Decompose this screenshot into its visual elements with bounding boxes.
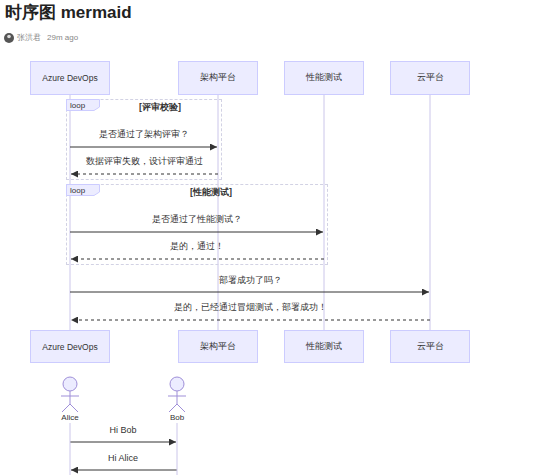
- actor-name: Alice: [61, 413, 78, 422]
- actor-body: [177, 391, 178, 404]
- page-title: 时序图 mermaid: [5, 2, 132, 24]
- actor-leg: [177, 404, 185, 412]
- loop-frame: [性能测试] loop: [66, 184, 328, 265]
- lifeline: [177, 423, 178, 475]
- actor-lifelines: [70, 423, 177, 475]
- participant-box: 性能测试: [284, 61, 364, 95]
- message-text: 是的，已经通过冒烟测试，部署成功！: [174, 301, 327, 313]
- actor-name: Bob: [170, 413, 184, 422]
- reply-arrow: [71, 259, 324, 260]
- message-arrows: [70, 147, 430, 470]
- avatar-head: [7, 35, 11, 39]
- actor-leg: [62, 404, 70, 412]
- message-arrow: [70, 232, 323, 233]
- stick-figure: [61, 377, 79, 412]
- participant-name: Azure DevOps: [42, 342, 97, 352]
- lifeline: [430, 95, 431, 330]
- actor-arms: [168, 396, 186, 397]
- participant-name: 性能测试: [306, 341, 342, 353]
- actor-figure: Alice: [55, 376, 85, 422]
- message-arrow: [70, 292, 429, 293]
- message-arrow: [70, 442, 176, 443]
- timestamp: 29m ago: [47, 32, 78, 44]
- message-text: Hi Bob: [109, 424, 136, 436]
- lifeline: [70, 423, 71, 475]
- loop-tag: loop: [66, 99, 100, 111]
- message-text: 数据评审失败，设计评审通过: [86, 155, 203, 167]
- lifeline: [70, 95, 71, 330]
- participant-box: 云平台: [390, 61, 470, 95]
- participant-name: 云平台: [417, 72, 444, 84]
- actor-figure: Bob: [162, 376, 192, 422]
- actor-leg: [169, 404, 177, 412]
- message-arrow: [70, 147, 217, 148]
- actor-head: [170, 377, 184, 391]
- loop-keyword: loop: [66, 186, 85, 195]
- actor-body: [70, 391, 71, 404]
- participant-box: 架构平台: [178, 61, 258, 95]
- actor-head: [63, 377, 77, 391]
- message-text: 是否通过了架构评审？: [99, 128, 189, 140]
- participant-box: 云平台: [390, 330, 470, 363]
- participant-name: Azure DevOps: [42, 73, 97, 83]
- loop-tag: loop: [66, 184, 100, 196]
- actor-arms: [61, 396, 79, 397]
- author-name: 张洪君: [17, 32, 41, 44]
- loop-keyword: loop: [66, 101, 85, 110]
- message-text: 是的，通过！: [170, 240, 224, 252]
- message-text: 部署成功了吗？: [219, 274, 282, 286]
- loop-condition: [性能测试]: [190, 186, 232, 199]
- participant-box: 架构平台: [178, 330, 258, 363]
- reply-arrow: [71, 174, 218, 175]
- lifeline: [324, 95, 325, 330]
- avatar-circle: [4, 33, 14, 43]
- loop-frame: [评审校验] loop: [66, 99, 222, 180]
- participant-name: 云平台: [417, 341, 444, 353]
- message-text: 是否通过了性能测试？: [152, 213, 242, 225]
- lifeline: [218, 95, 219, 330]
- loop-condition: [评审校验]: [139, 101, 181, 114]
- participant-name: 架构平台: [200, 72, 236, 84]
- message-arrow: [71, 470, 177, 471]
- loop-tag-outline: [67, 100, 100, 111]
- message-text: Hi Alice: [108, 452, 138, 464]
- participant-name: 性能测试: [306, 72, 342, 84]
- stick-figure: [168, 377, 186, 412]
- participant-box: Azure DevOps: [30, 330, 110, 363]
- actor-leg: [70, 404, 78, 412]
- participant-name: 架构平台: [200, 341, 236, 353]
- avatar-icon: [4, 33, 14, 43]
- participant-box: Azure DevOps: [30, 61, 110, 95]
- reply-arrow: [71, 320, 430, 321]
- loop-tag-outline: [67, 185, 100, 196]
- participant-box: 性能测试: [284, 330, 364, 363]
